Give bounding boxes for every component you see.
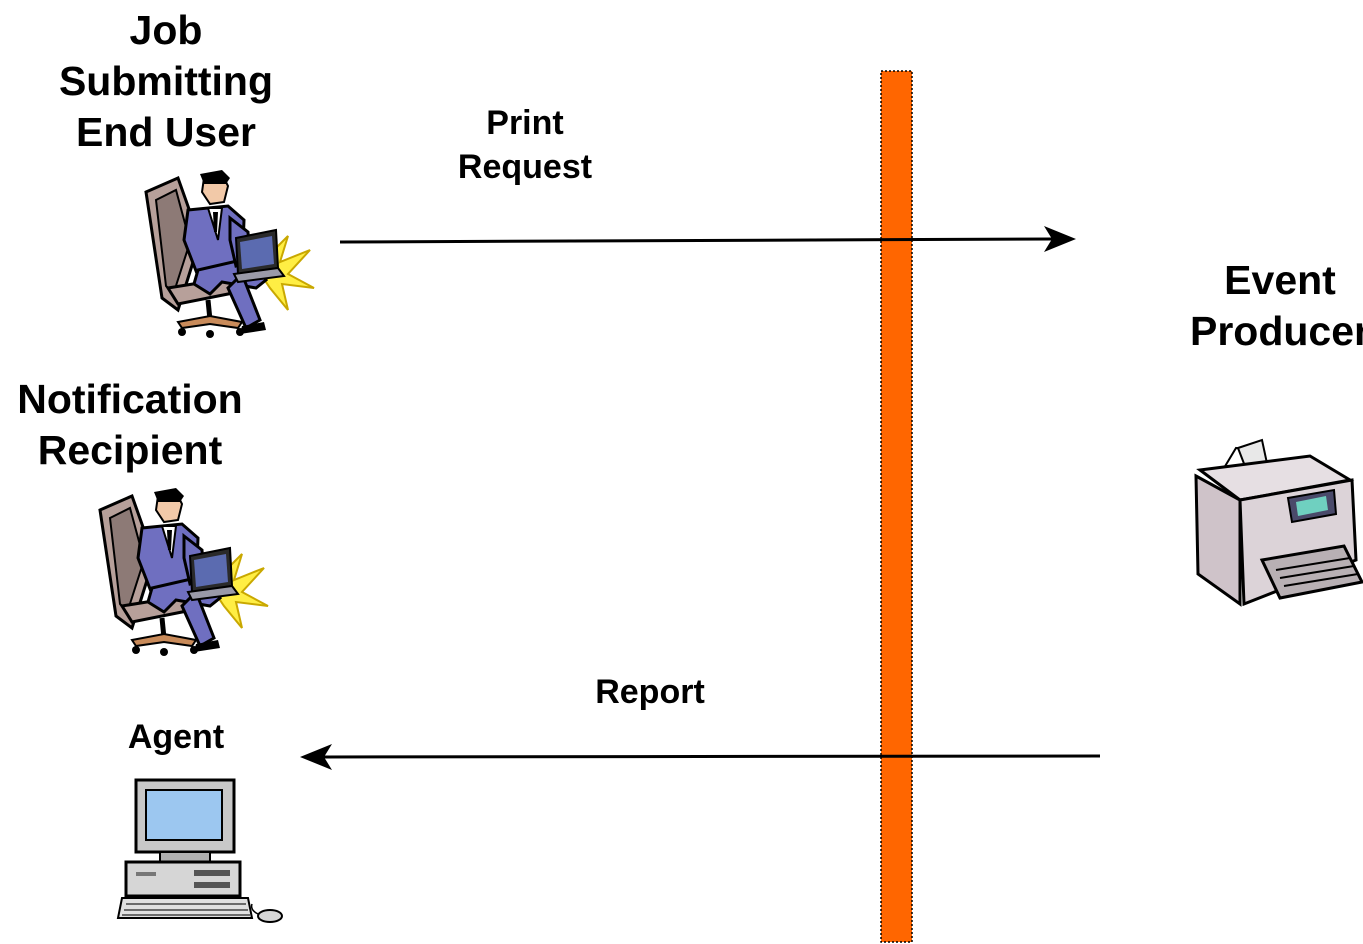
job-submitter-line-1: Job	[129, 7, 203, 53]
notification-recipient-line-1: Notification	[17, 376, 243, 422]
print-request-line-1: Print	[486, 104, 564, 142]
print-request-arrow	[339, 226, 1076, 252]
job-submitter-line-3: End User	[76, 109, 256, 155]
report-arrow	[300, 744, 1101, 770]
print-request-label: Print Request	[425, 106, 625, 184]
agent-computer-icon	[116, 778, 283, 923]
printer-icon	[1194, 438, 1363, 607]
end-user-clipart-icon	[146, 170, 314, 338]
agent-line-1: Agent	[127, 718, 225, 756]
boundary-bar	[880, 70, 913, 943]
event-producer-label: Event Producer	[1160, 260, 1363, 352]
job-submitter-line-2: Submitting	[58, 58, 274, 104]
event-producer-line-2: Producer	[1190, 308, 1363, 354]
event-producer-line-1: Event	[1224, 257, 1336, 303]
report-line-1: Report	[595, 673, 705, 711]
agent-label: Agent	[96, 720, 256, 754]
job-submitter-label: Job Submitting End User	[40, 10, 292, 153]
print-request-line-2: Request	[457, 148, 593, 186]
report-label: Report	[560, 675, 740, 709]
notification-recipient-clipart-icon	[100, 488, 268, 656]
notification-recipient-line-2: Recipient	[37, 427, 223, 473]
notification-recipient-label: Notification Recipient	[5, 379, 255, 471]
